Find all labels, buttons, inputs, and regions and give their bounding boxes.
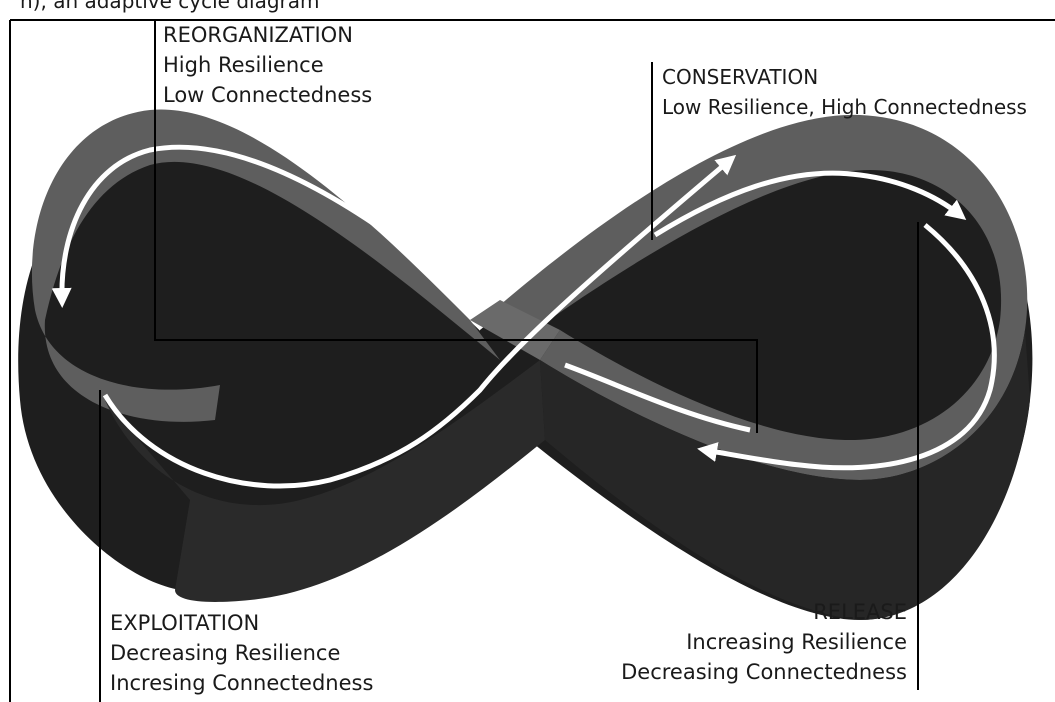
exploitation-connectedness: Incresing Connectedness (110, 671, 374, 695)
reorganization-label: REORGANIZATION High Resilience Low Conne… (163, 20, 372, 110)
arrow-reorganization-left (51, 144, 482, 308)
caption-fragment: n), an adaptive cycle diagram (20, 0, 320, 16)
exploitation-title: EXPLOITATION (110, 611, 260, 635)
arrow-conservation (653, 170, 967, 238)
caption-text: n), an adaptive cycle diagram (20, 0, 320, 13)
reorganization-resilience: High Resilience (163, 53, 324, 77)
reorganization-title: REORGANIZATION (163, 23, 353, 47)
reorganization-leader-line (154, 20, 758, 433)
release-resilience: Increasing Resilience (686, 630, 907, 654)
front-wall-left (105, 360, 545, 602)
crossing-band (470, 300, 560, 360)
arrow-exploitation (102, 154, 737, 489)
reorganization-connectedness: Low Connectedness (163, 83, 373, 107)
conservation-label: CONSERVATION Low Resilience, High Connec… (662, 62, 1027, 122)
left-loop-band (31, 109, 501, 422)
right-loop-band (500, 114, 1028, 480)
release-title: RELEASE (813, 600, 907, 624)
arrow-release-inner (564, 362, 751, 433)
release-label: RELEASE Increasing Resilience Decreasing… (621, 597, 907, 687)
exploitation-resilience: Decreasing Resilience (110, 641, 341, 665)
front-wall-right (540, 330, 1030, 620)
conservation-description: Low Resilience, High Connectedness (662, 95, 1027, 119)
release-connectedness: Decreasing Connectedness (621, 660, 907, 684)
conservation-title: CONSERVATION (662, 65, 819, 89)
exploitation-label: EXPLOITATION Decreasing Resilience Incre… (110, 608, 373, 698)
arrow-release-right (697, 223, 997, 471)
